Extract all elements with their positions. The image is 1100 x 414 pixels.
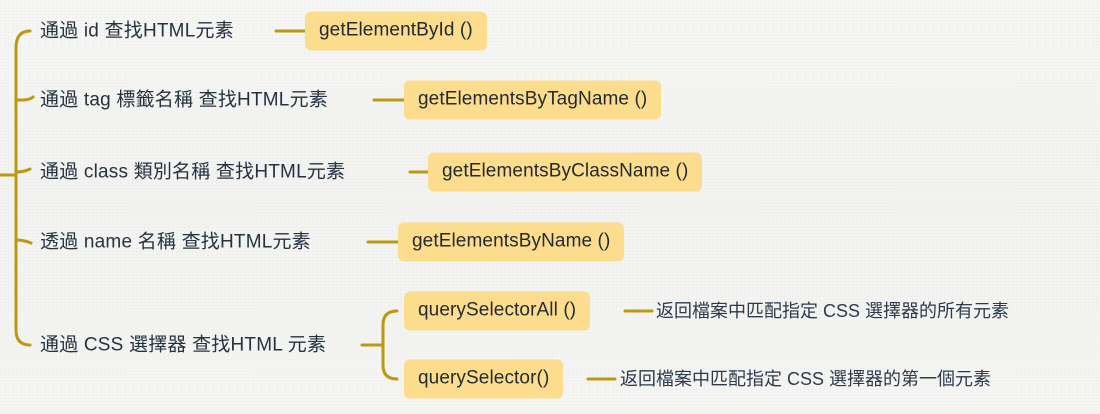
branch-label-by-tag: 通過 tag 標籤名稱 查找HTML元素 xyxy=(40,89,328,111)
main-spine-line xyxy=(14,29,32,347)
method-badge-get-elements-by-name[interactable]: getElementsByName () xyxy=(398,222,625,262)
method-badge-query-selector-all[interactable]: querySelectorAll () xyxy=(404,291,591,331)
branch-label-by-class: 通過 class 類別名稱 查找HTML元素 xyxy=(40,161,346,183)
branch-label-by-css-selector: 通過 CSS 選擇器 查找HTML 元素 xyxy=(40,334,327,356)
method-badge-query-selector[interactable]: querySelector() xyxy=(404,359,564,399)
method-badge-get-elements-by-tag-name[interactable]: getElementsByTagName () xyxy=(404,80,662,120)
branch-hook-by-class xyxy=(14,167,32,174)
branch-hook-by-tag xyxy=(14,95,35,102)
branch-hook-by-name xyxy=(14,238,33,245)
method-badge-get-element-by-id[interactable]: getElementById () xyxy=(305,11,487,51)
method-badge-get-elements-by-class-name[interactable]: getElementsByClassName () xyxy=(428,152,703,192)
branch-label-by-id: 通過 id 查找HTML元素 xyxy=(40,20,234,42)
description-query-selector: 返回檔案中匹配指定 CSS 選擇器的第一個元素 xyxy=(620,369,992,389)
css-sub-spine xyxy=(381,309,399,381)
branch-label-by-name: 透過 name 名稱 查找HTML元素 xyxy=(40,231,311,253)
description-query-selector-all: 返回檔案中匹配指定 CSS 選擇器的所有元素 xyxy=(656,301,1010,321)
